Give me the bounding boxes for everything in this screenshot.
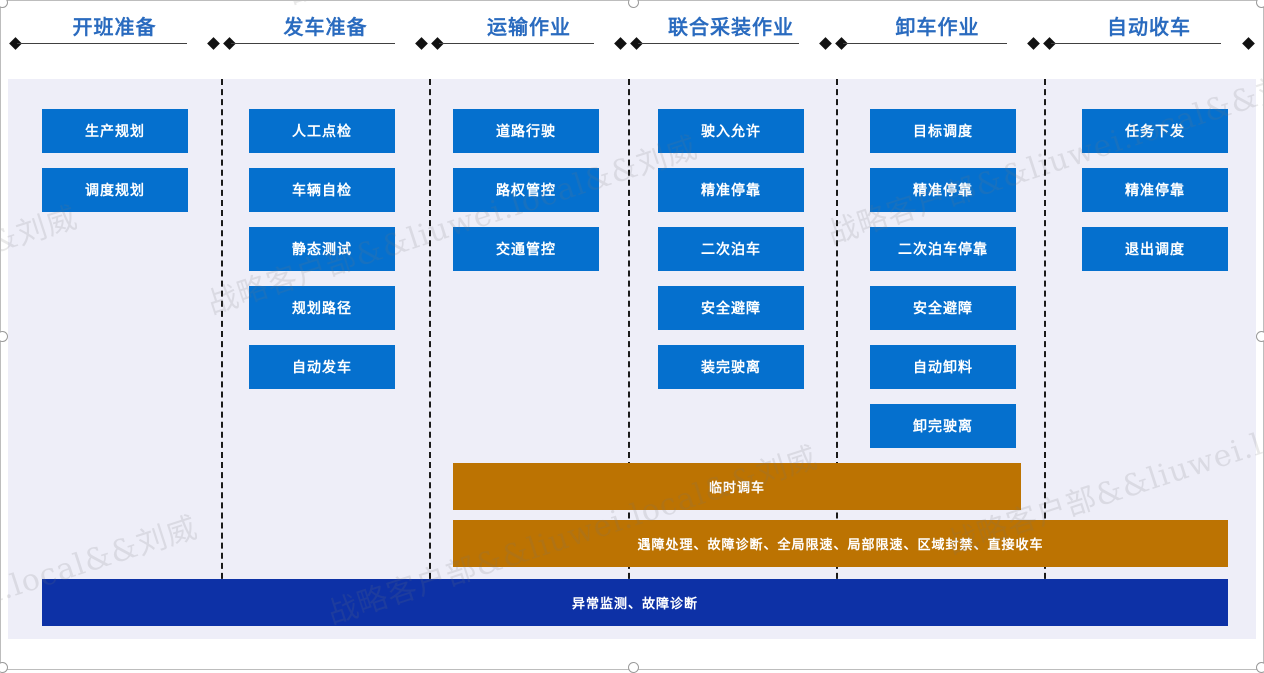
step-box[interactable]: 安全避障 xyxy=(870,286,1016,330)
column-divider-5 xyxy=(1044,79,1046,589)
step-box[interactable]: 二次泊车停靠 xyxy=(870,227,1016,271)
step-box[interactable]: 调度规划 xyxy=(42,168,188,212)
phase-title: 自动收车 xyxy=(1107,17,1191,39)
phase-title: 运输作业 xyxy=(487,17,571,39)
step-box[interactable]: 车辆自检 xyxy=(249,168,395,212)
resize-handle-top-right[interactable] xyxy=(1256,0,1264,8)
bar-linshi-diaoche[interactable]: 临时调车 xyxy=(453,463,1021,510)
phase-arrow-icon xyxy=(8,37,221,51)
step-box[interactable]: 安全避障 xyxy=(658,286,804,330)
step-box[interactable]: 驶入允许 xyxy=(658,109,804,153)
step-box[interactable]: 任务下发 xyxy=(1082,109,1228,153)
step-box[interactable]: 生产规划 xyxy=(42,109,188,153)
phase-segment-0[interactable]: 开班准备 xyxy=(8,1,221,79)
resize-handle-middle-left[interactable] xyxy=(0,331,8,342)
phase-segment-5[interactable]: 自动收车 xyxy=(1042,1,1256,79)
phase-title: 卸车作业 xyxy=(895,17,980,39)
phase-segment-1[interactable]: 发车准备 xyxy=(222,1,429,79)
step-box[interactable]: 卸完驶离 xyxy=(870,404,1016,448)
phase-arrow-icon xyxy=(430,37,628,51)
bar-exception-handling[interactable]: 遇障处理、故障诊断、全局限速、局部限速、区域封禁、直接收车 xyxy=(453,520,1228,567)
phase-arrow-icon xyxy=(834,37,1041,51)
phase-segment-3[interactable]: 联合采装作业 xyxy=(629,1,833,79)
column-divider-4 xyxy=(836,79,838,589)
resize-handle-middle-right[interactable] xyxy=(1256,331,1264,342)
step-box[interactable]: 退出调度 xyxy=(1082,227,1228,271)
phase-title: 发车准备 xyxy=(283,17,368,39)
step-box[interactable]: 自动卸料 xyxy=(870,345,1016,389)
step-box[interactable]: 目标调度 xyxy=(870,109,1016,153)
step-box[interactable]: 装完驶离 xyxy=(658,345,804,389)
phase-title: 开班准备 xyxy=(72,17,157,39)
resize-handle-bottom-center[interactable] xyxy=(628,662,639,673)
phase-arrow-icon xyxy=(1042,37,1256,51)
step-box[interactable]: 路权管控 xyxy=(453,168,599,212)
step-box[interactable]: 精准停靠 xyxy=(658,168,804,212)
column-divider-1 xyxy=(221,79,223,589)
step-box[interactable]: 交通管控 xyxy=(453,227,599,271)
step-box[interactable]: 静态测试 xyxy=(249,227,395,271)
step-box[interactable]: 精准停靠 xyxy=(1082,168,1228,212)
phase-header: 开班准备 发车准备 运输作业 联合采装作业 xyxy=(8,1,1256,79)
resize-handle-bottom-right[interactable] xyxy=(1256,662,1264,673)
step-box[interactable]: 人工点检 xyxy=(249,109,395,153)
phase-title: 联合采装作业 xyxy=(668,17,794,39)
phase-segment-2[interactable]: 运输作业 xyxy=(430,1,628,79)
resize-handle-top-center[interactable] xyxy=(628,0,639,8)
step-box[interactable]: 道路行驶 xyxy=(453,109,599,153)
process-panel: 生产规划 调度规划 人工点检 车辆自检 静态测试 规划路径 自动发车 道路行驶 … xyxy=(8,79,1256,639)
phase-arrow-icon xyxy=(629,37,833,51)
step-box[interactable]: 自动发车 xyxy=(249,345,395,389)
resize-handle-top-left[interactable] xyxy=(0,0,8,8)
column-divider-3 xyxy=(628,79,630,589)
column-divider-2 xyxy=(429,79,431,589)
step-box[interactable]: 规划路径 xyxy=(249,286,395,330)
step-box[interactable]: 精准停靠 xyxy=(870,168,1016,212)
phase-segment-4[interactable]: 卸车作业 xyxy=(834,1,1041,79)
step-box[interactable]: 二次泊车 xyxy=(658,227,804,271)
phase-arrow-icon xyxy=(222,37,429,51)
bar-anomaly-monitoring[interactable]: 异常监测、故障诊断 xyxy=(42,579,1228,626)
resize-handle-bottom-left[interactable] xyxy=(0,662,8,673)
